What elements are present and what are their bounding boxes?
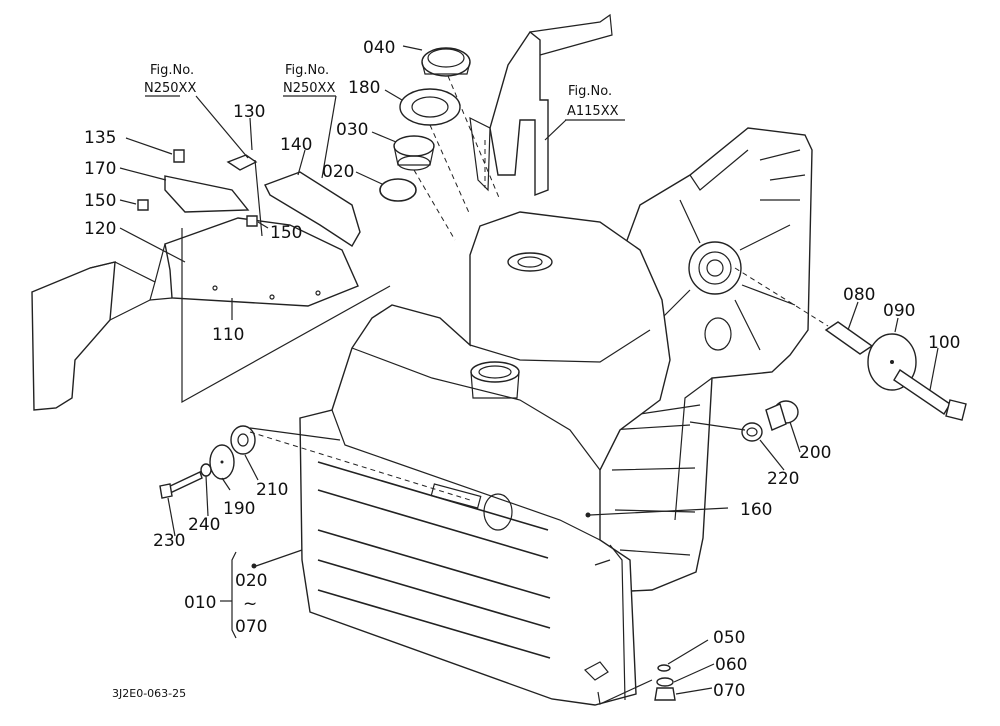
bolt-150 <box>137 199 149 211</box>
washer-060 <box>656 677 674 687</box>
label-050: 050 <box>713 628 745 648</box>
label-240: 240 <box>188 515 220 535</box>
filler-cap-040 <box>421 47 471 77</box>
label-170: 170 <box>84 159 116 179</box>
washer-220 <box>741 422 763 442</box>
label-010-from: 020 <box>235 571 267 591</box>
label-140: 140 <box>280 135 312 155</box>
label-090: 090 <box>883 301 915 321</box>
fig-ref-mid-title: Fig.No. <box>285 63 329 78</box>
o-ring-020 <box>379 178 417 202</box>
bolt-230 <box>159 471 203 499</box>
leader-lines <box>119 45 939 695</box>
label-130: 130 <box>233 102 265 122</box>
fig-ref-right-title: Fig.No. <box>568 84 612 99</box>
label-080: 080 <box>843 285 875 305</box>
filler-seal-180 <box>399 88 461 126</box>
label-010: 010 <box>184 593 216 613</box>
label-060: 060 <box>715 655 747 675</box>
washer-190 <box>209 444 235 480</box>
label-150-mid: 150 <box>270 223 302 243</box>
filler-neck-030 <box>393 135 435 171</box>
label-010-tilde: ~ <box>243 594 257 614</box>
fuel-tank <box>299 211 671 706</box>
label-220: 220 <box>767 469 799 489</box>
cover-120 <box>31 261 156 411</box>
fig-ref-mid-code: N250XX <box>283 81 335 96</box>
bolt-150b <box>246 215 258 227</box>
label-020-oring: 020 <box>322 162 354 182</box>
bolt-135 <box>173 149 185 163</box>
bolt-100 <box>893 369 967 421</box>
label-200: 200 <box>799 443 831 463</box>
fig-ref-left-title: Fig.No. <box>150 63 194 78</box>
bracket-130 <box>226 154 258 171</box>
label-070-bottom: 070 <box>713 681 745 701</box>
washer-050 <box>657 664 671 672</box>
label-110: 110 <box>212 325 244 345</box>
label-190: 190 <box>223 499 255 519</box>
fig-ref-right-code: A115XX <box>567 104 619 119</box>
label-135: 135 <box>84 128 116 148</box>
drawing-code: 3J2E0-063-25 <box>112 687 186 700</box>
washer-210 <box>230 425 256 455</box>
fig-ref-left-code: N250XX <box>144 81 196 96</box>
plug-070 <box>654 687 676 701</box>
label-230: 230 <box>153 531 185 551</box>
label-010-to: 070 <box>235 617 267 637</box>
label-180: 180 <box>348 78 380 98</box>
bushing-200 <box>765 400 799 431</box>
label-210: 210 <box>256 480 288 500</box>
label-030: 030 <box>336 120 368 140</box>
label-160: 160 <box>740 500 772 520</box>
plate-170 <box>164 175 250 213</box>
label-040: 040 <box>363 38 395 58</box>
lock-washer-240 <box>200 463 212 477</box>
label-100: 100 <box>928 333 960 353</box>
mounting-bracket <box>469 13 613 197</box>
plate-140 <box>264 171 361 247</box>
label-150-left: 150 <box>84 191 116 211</box>
label-120: 120 <box>84 219 116 239</box>
